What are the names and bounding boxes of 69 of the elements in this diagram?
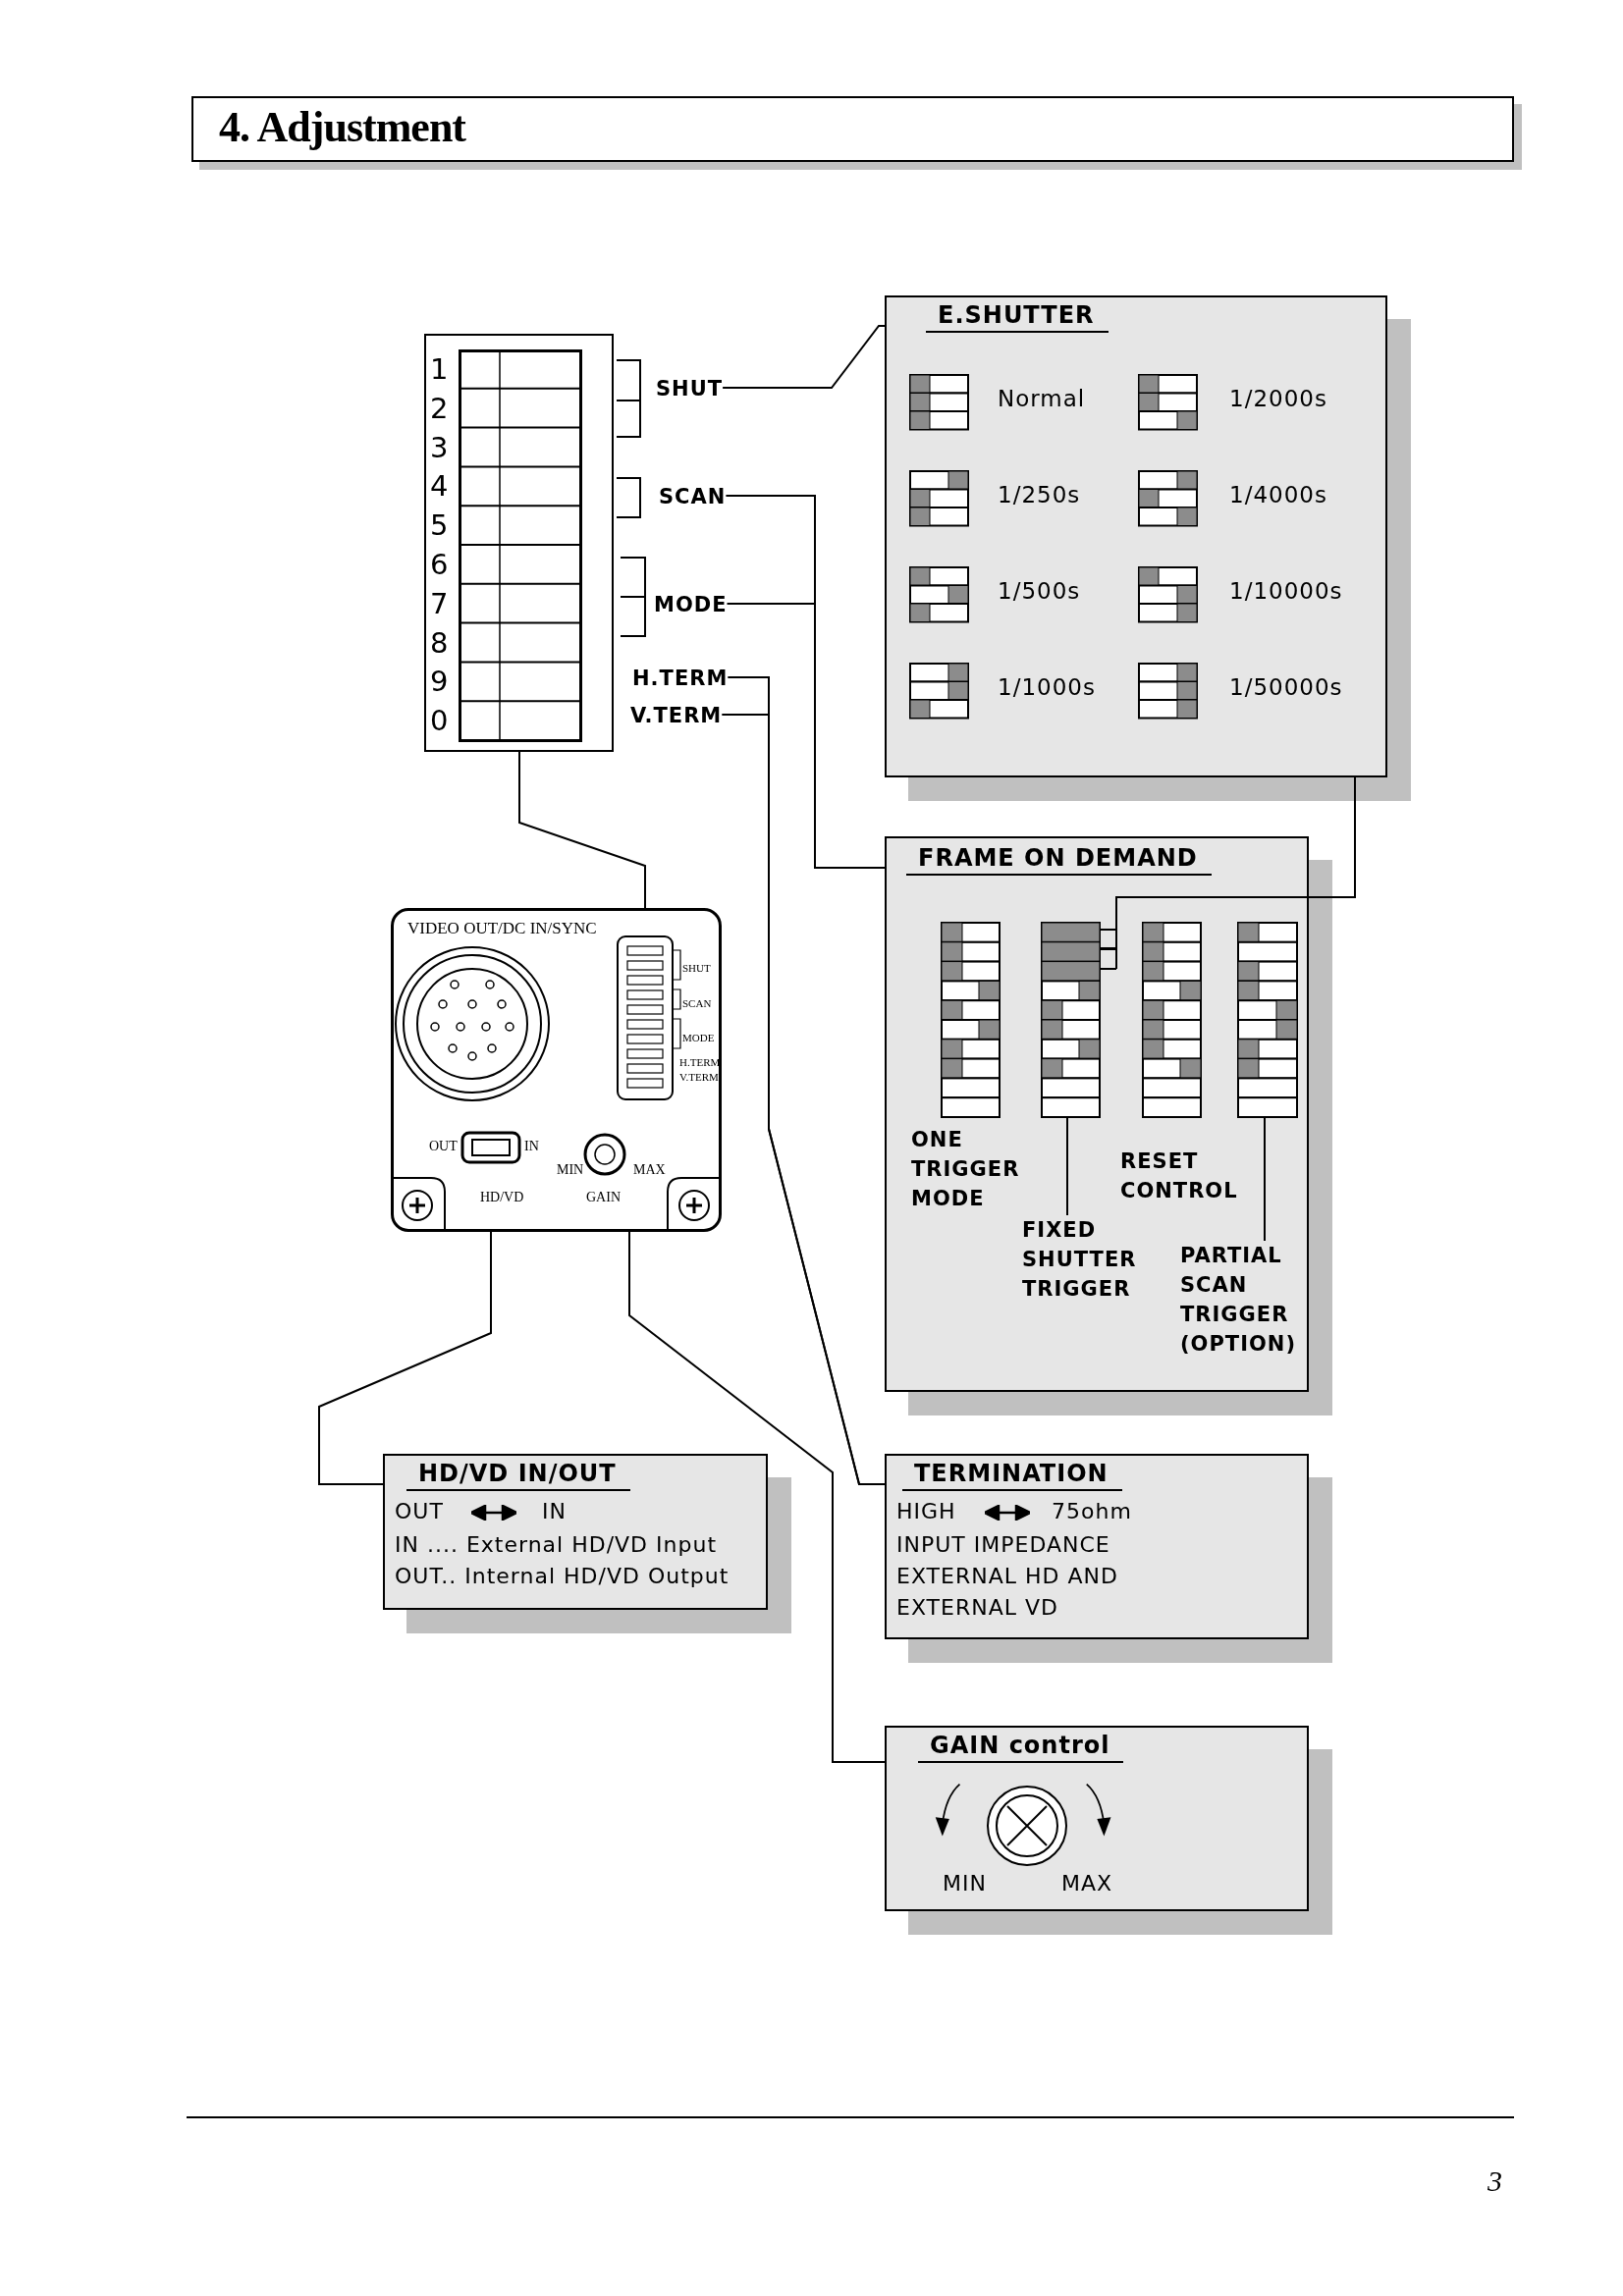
panel-heading: HD/VD IN/OUT (406, 1460, 630, 1491)
panel-marking: MODE (682, 1032, 715, 1043)
switch-number: 4 (430, 470, 449, 503)
switch-group-label: H.TERM (632, 664, 729, 693)
switch-number: 1 (430, 353, 449, 385)
panel-marking: IN (524, 1139, 539, 1154)
panel-marking: GAIN (586, 1190, 621, 1205)
switch-group-label: V.TERM (630, 701, 723, 730)
panel-marking: MAX (633, 1162, 666, 1178)
setting-text: EXTERNAL VD (896, 1595, 1058, 1620)
panel-marking: SCAN (682, 997, 712, 1009)
switch-number: 0 (430, 705, 449, 737)
shutter-speed-label: 1/50000s (1229, 674, 1343, 700)
mode-label: PARTIAL SCAN TRIGGER (OPTION) (1180, 1241, 1310, 1359)
setting-text: INPUT IMPEDANCE (896, 1532, 1110, 1557)
panel-marking: VIDEO OUT/DC IN/SYNC (407, 919, 597, 938)
shutter-speed-label: 1/4000s (1229, 482, 1327, 507)
shutter-speed-label: 1/1000s (998, 674, 1096, 700)
setting-text: MAX (1061, 1871, 1113, 1896)
setting-text: 75ohm (1052, 1499, 1132, 1523)
connector-line (318, 1231, 492, 1485)
panel-marking: MIN (557, 1162, 584, 1178)
panel-marking: SHUT (682, 962, 711, 974)
setting-text: IN .... External HD/VD Input (395, 1532, 718, 1557)
mode-label: RESET CONTROL (1120, 1148, 1239, 1204)
page-number: 3 (1488, 2164, 1502, 2198)
dip-switch-setting-drawing (1237, 922, 1298, 1118)
setting-text: OUT.. Internal HD/VD Output (395, 1564, 730, 1588)
mode-label: ONE TRIGGER MODE (911, 1127, 1021, 1212)
shutter-speed-label: 1/10000s (1229, 578, 1343, 604)
dip-switch-setting-drawing (1041, 922, 1101, 1118)
switch-number: 2 (430, 392, 449, 424)
panel-heading: TERMINATION (902, 1460, 1122, 1491)
connector-line (722, 325, 886, 389)
panel-marking: OUT (429, 1139, 458, 1154)
connector-line (518, 751, 646, 909)
switch-group-label: SHUT (656, 374, 724, 403)
page-title: 4. Adjustment (219, 102, 466, 152)
connector-line (1264, 1117, 1266, 1242)
dip-switch-panel (424, 334, 614, 752)
switch-group-label: SCAN (659, 482, 727, 511)
shutter-speed-label: 1/250s (998, 482, 1081, 507)
switch-number: 6 (430, 549, 449, 580)
panel-marking: HD/VD (480, 1190, 524, 1205)
shutter-speed-label: 1/2000s (1229, 386, 1327, 411)
setting-text: HIGH (896, 1499, 956, 1523)
connector-line (1100, 776, 1356, 949)
panel-heading: E.SHUTTER (926, 301, 1109, 333)
setting-text: IN (542, 1499, 567, 1523)
connector-line (628, 1231, 886, 1763)
switch-number: 7 (430, 587, 449, 619)
shutter-speed-label: 1/500s (998, 578, 1081, 604)
switch-number: 5 (430, 509, 449, 542)
panel-heading: FRAME ON DEMAND (906, 844, 1212, 876)
setting-text: OUT (395, 1499, 444, 1523)
panel-marking: V.TERM (679, 1071, 719, 1083)
switch-number: 8 (430, 626, 449, 659)
connector-line (1066, 1117, 1068, 1216)
switch-group-label: MODE (654, 590, 728, 619)
dip-switch-setting-drawing (1142, 922, 1202, 1118)
mode-label: FIXED SHUTTER TRIGGER (1022, 1215, 1152, 1304)
switch-number: 9 (430, 666, 449, 698)
panel-heading: GAIN control (918, 1732, 1124, 1763)
switch-number: 3 (430, 431, 449, 463)
dip-switch-setting-drawing (941, 922, 1001, 1118)
setting-text: EXTERNAL HD AND (896, 1564, 1118, 1588)
panel-marking: H.TERM (679, 1056, 721, 1068)
shutter-speed-label: Normal (998, 386, 1086, 411)
setting-text: MIN (943, 1871, 987, 1896)
